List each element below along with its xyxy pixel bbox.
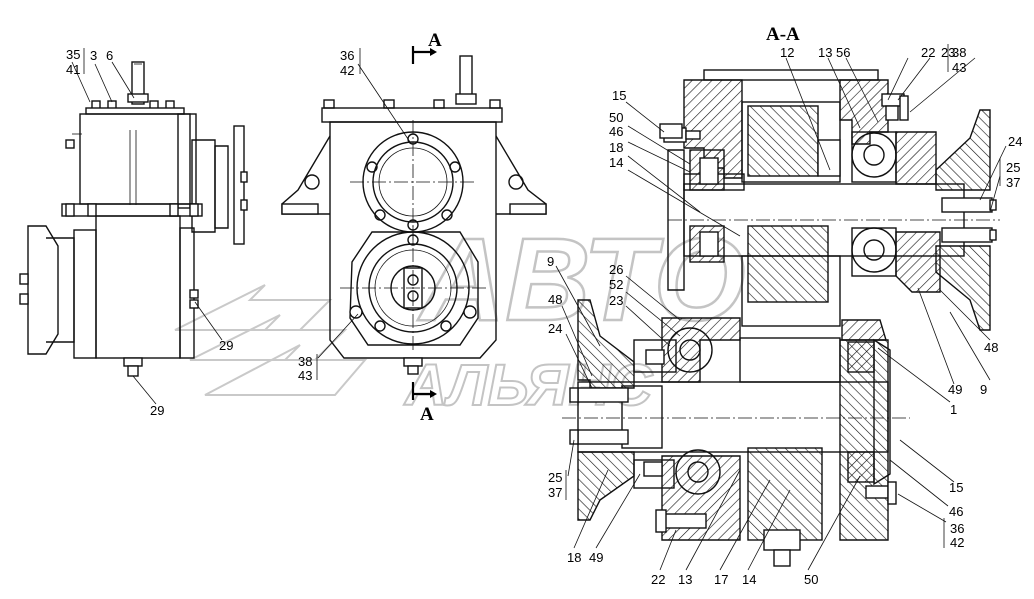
callout-label: 41	[66, 62, 80, 77]
callout-label: 22	[651, 572, 665, 587]
callout-label: 14	[609, 155, 623, 170]
callout-label: 24	[548, 321, 562, 336]
section-title: A-A	[766, 24, 800, 45]
callout-label: 37	[1006, 175, 1020, 190]
section-a-a	[83, 44, 1007, 571]
callout-label: 13	[678, 572, 692, 587]
callout-label: 9	[547, 254, 554, 269]
callout-label: 13	[818, 45, 832, 60]
callout-label: 1	[950, 402, 957, 417]
callout-label: 46	[609, 124, 623, 139]
callout-label: 43	[298, 368, 312, 383]
callout-label: 49	[948, 382, 962, 397]
watermark: АВТО АЛЬЯНС	[174, 213, 747, 419]
callout-label: 52	[609, 277, 623, 292]
callout-label: 25	[1006, 160, 1020, 175]
callout-label: 9	[980, 382, 987, 397]
callout-label: 17	[714, 572, 728, 587]
callout-label: 15	[612, 88, 626, 103]
callout-label: 43	[952, 60, 966, 75]
callout-label: 42	[950, 535, 964, 550]
callout-label: 50	[804, 572, 818, 587]
callout-label: 15	[949, 480, 963, 495]
callout-label: 12	[780, 45, 794, 60]
callout-label: 18	[567, 550, 581, 565]
callout-label: 14	[742, 572, 756, 587]
callout-label: 29	[219, 338, 233, 353]
callout-label: 36	[340, 48, 354, 63]
callout-label: 36	[950, 521, 964, 536]
callout-labels: 35 41 3 6 29 29 36 42 38 43 12 13 56 22 …	[66, 45, 1022, 587]
callout-label: 29	[150, 403, 164, 418]
callout-label: 37	[548, 485, 562, 500]
callout-label: 6	[106, 48, 113, 63]
callout-label: 3	[90, 48, 97, 63]
callout-label: 23	[941, 45, 955, 60]
callout-label: 48	[548, 292, 562, 307]
callout-label: 24	[1008, 134, 1022, 149]
front-view	[281, 46, 547, 400]
callout-label: 49	[589, 550, 603, 565]
callout-label: 18	[609, 140, 623, 155]
callout-label: 56	[836, 45, 850, 60]
cut-marker-bottom: A	[420, 404, 434, 425]
callout-label: 38	[952, 45, 966, 60]
callout-label: 25	[548, 470, 562, 485]
callout-label: 48	[984, 340, 998, 355]
side-view	[19, 61, 248, 405]
callout-label: 22	[921, 45, 935, 60]
callout-label: 38	[298, 354, 312, 369]
callout-label: 23	[609, 293, 623, 308]
callout-label: 42	[340, 63, 354, 78]
cut-marker-top: A	[428, 30, 442, 51]
callout-label: 50	[609, 110, 623, 125]
callout-label: 26	[609, 262, 623, 277]
callout-label: 46	[949, 504, 963, 519]
callout-label: 35	[66, 47, 80, 62]
